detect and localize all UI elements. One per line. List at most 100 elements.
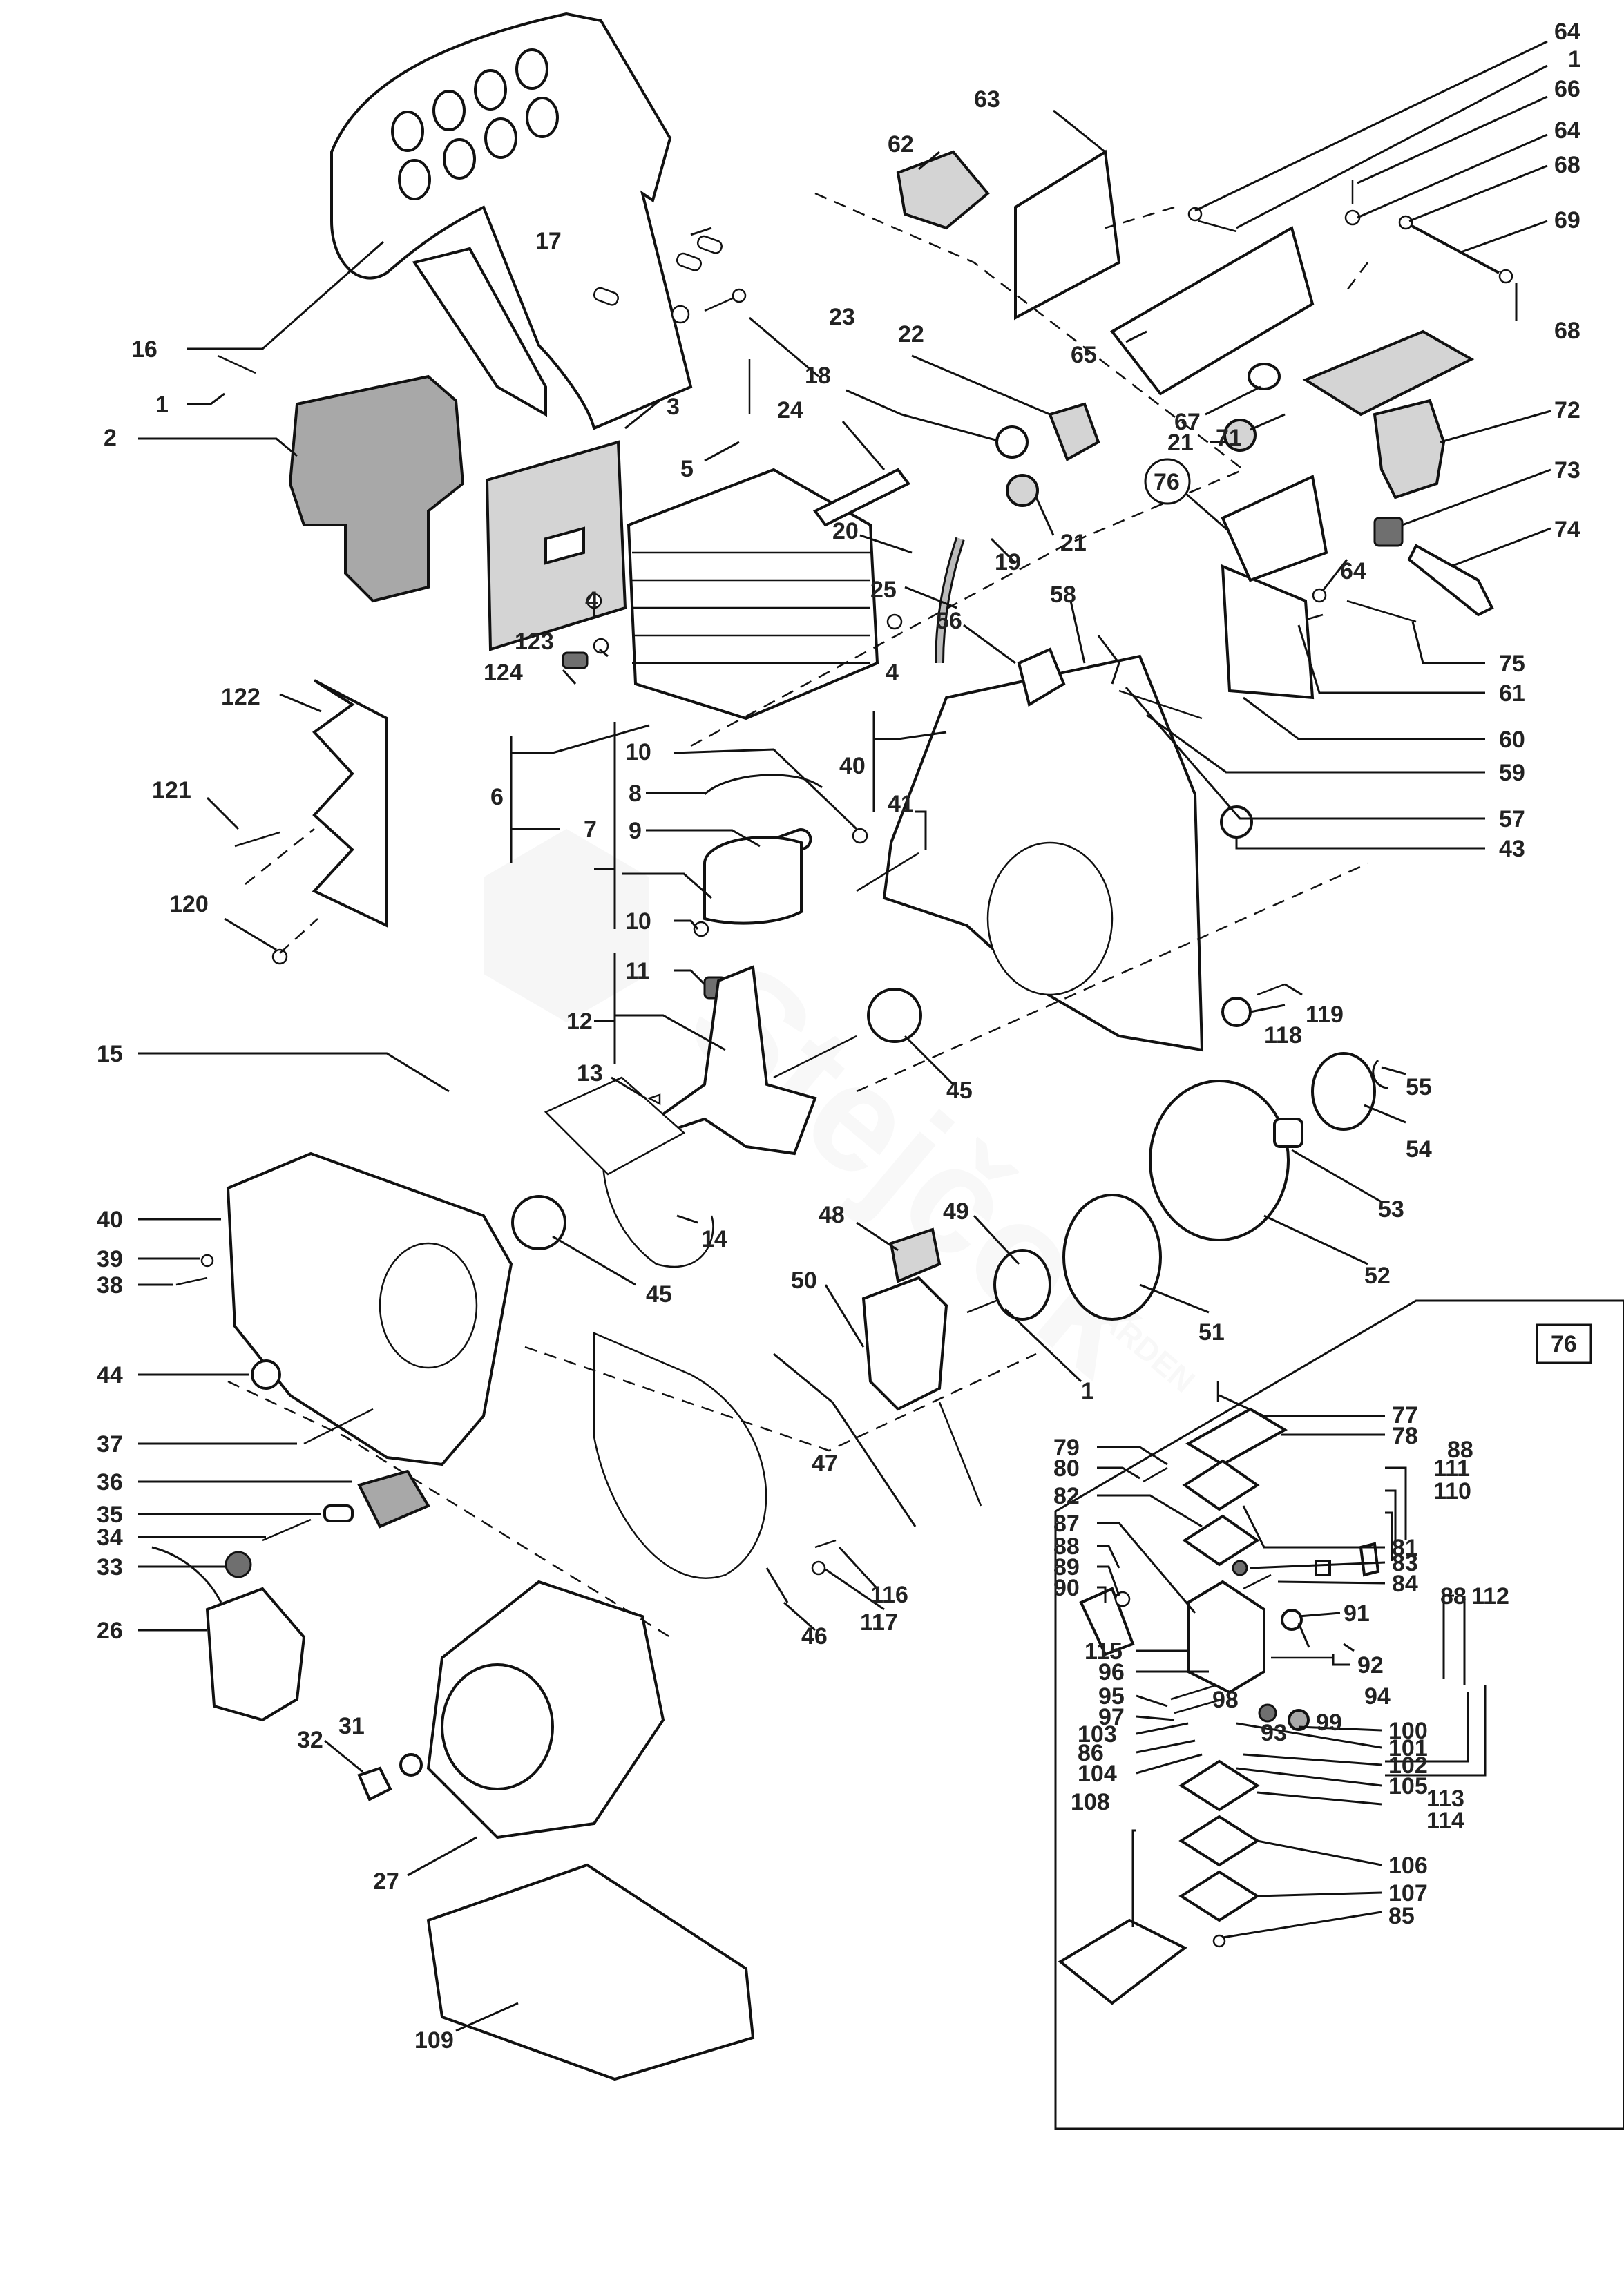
part-41-bolt — [856, 852, 919, 892]
carb-callout-88c: 88 — [1440, 1583, 1467, 1609]
part-120-nut — [271, 948, 288, 965]
callout-51: 51 — [1198, 1319, 1225, 1346]
watermark-logo-icon — [484, 829, 649, 1022]
part-10-circlip-b — [693, 921, 709, 937]
callout-40a: 40 — [97, 1207, 123, 1233]
callout-50: 50 — [791, 1268, 817, 1294]
part-57-spring — [1097, 635, 1120, 685]
callout-45a: 45 — [946, 1078, 973, 1104]
carb-95-needle — [1170, 1684, 1216, 1701]
callout-120: 120 — [169, 891, 209, 917]
carb-body — [1187, 1580, 1265, 1694]
callout-17: 17 — [535, 228, 562, 254]
carb-callout-95: 95 — [1098, 1683, 1125, 1710]
callout-8: 8 — [629, 781, 642, 807]
carb-82-gasket — [1182, 1514, 1260, 1567]
callout-65: 65 — [1071, 342, 1097, 368]
carb-111-lever — [1359, 1542, 1380, 1577]
part-55-e-clip — [1372, 1059, 1389, 1089]
callout-3: 3 — [667, 394, 680, 420]
part-27-flywheel — [426, 1580, 665, 1839]
part-7-piston — [703, 835, 803, 925]
callout-52: 52 — [1364, 1263, 1391, 1289]
part-76-carburetor — [1221, 475, 1328, 582]
part-64-washer-a — [1187, 207, 1203, 222]
carb-callout-83: 83 — [1392, 1550, 1418, 1576]
carburetor-inset: 76 — [1053, 1299, 1624, 2130]
callout-6: 6 — [490, 784, 504, 810]
callout-53: 53 — [1378, 1196, 1404, 1223]
carb-callout-112: 112 — [1471, 1583, 1509, 1609]
part-1-screw-top — [1198, 220, 1237, 233]
callout-43: 43 — [1499, 836, 1525, 862]
part-45-bearing-b — [511, 1195, 566, 1250]
part-67-o-ring — [1248, 363, 1281, 390]
callout-76: 76 — [1154, 469, 1180, 495]
part-58-screw — [1087, 658, 1127, 668]
carb-callout-88b: 88 — [1447, 1437, 1473, 1463]
part-33-plug — [225, 1551, 252, 1578]
callout-61: 61 — [1499, 680, 1525, 707]
carb-callout-100: 100 — [1388, 1718, 1428, 1744]
part-47-brake-band — [593, 1332, 767, 1579]
part-21-grommet-b — [1223, 419, 1257, 452]
carb-81-diaphragm — [1182, 1459, 1260, 1511]
carb-callout-98: 98 — [1212, 1687, 1239, 1713]
part-64-washer-c — [1312, 588, 1327, 603]
carb-91-valve — [1281, 1609, 1303, 1631]
part-116-screw — [814, 1539, 837, 1549]
callout-22: 22 — [898, 321, 924, 347]
carb-callout-88a: 88 — [1053, 1533, 1080, 1560]
part-34-screw — [262, 1518, 312, 1542]
part-44-seal — [251, 1359, 281, 1390]
callout-40b: 40 — [839, 753, 866, 779]
callout-117: 117 — [860, 1609, 898, 1636]
part-15-cylinder-gasket — [544, 1076, 686, 1176]
callout-75: 75 — [1499, 651, 1525, 677]
carb-callout-104: 104 — [1078, 1761, 1117, 1787]
carb-callout-103: 103 — [1078, 1721, 1117, 1748]
carb-105-gasket — [1178, 1759, 1260, 1812]
part-69-hose — [1408, 223, 1500, 274]
part-37-long-screw — [303, 1408, 374, 1445]
assembly-dash-lines — [227, 192, 1368, 1638]
carb-callout-106: 106 — [1388, 1853, 1428, 1879]
callout-26: 26 — [97, 1618, 123, 1644]
part-18-screw — [704, 288, 747, 312]
callout-124: 124 — [484, 660, 523, 686]
callout-47: 47 — [812, 1451, 838, 1477]
carb-callout-99: 99 — [1316, 1710, 1342, 1736]
callout-72: 72 — [1554, 397, 1580, 423]
callout-64b: 64 — [1554, 117, 1580, 144]
callout-4b: 4 — [886, 660, 899, 686]
carb-106-diaphragm — [1178, 1815, 1260, 1867]
part-10-circlip-a — [852, 828, 868, 844]
callout-121: 121 — [152, 777, 191, 803]
callout-1: 1 — [155, 392, 169, 418]
part-65-air-filter-base — [1110, 225, 1315, 396]
callout-4a: 4 — [585, 587, 598, 613]
part-43-seal — [1220, 805, 1253, 839]
callout-38: 38 — [97, 1272, 123, 1299]
part-oil-pump-shaft — [938, 1402, 982, 1507]
callout-118: 118 — [1264, 1022, 1302, 1049]
callout-68b: 68 — [1554, 318, 1580, 344]
callout-57: 57 — [1499, 806, 1525, 832]
callout-66: 66 — [1554, 76, 1580, 102]
callout-71: 71 — [1216, 425, 1242, 451]
carb-107-gasket — [1178, 1870, 1260, 1922]
callout-64c: 64 — [1340, 558, 1366, 584]
callout-56: 56 — [936, 608, 962, 634]
part-46-brake-lever — [765, 1567, 789, 1603]
part-26-lead-wire — [151, 1546, 222, 1603]
part-26-ignition-coil — [205, 1587, 306, 1722]
carb-callout-92: 92 — [1357, 1652, 1384, 1679]
callout-119: 119 — [1306, 1002, 1344, 1028]
callout-116: 116 — [870, 1582, 908, 1608]
part-51-clutch — [1062, 1194, 1162, 1321]
part-63-carb-mount — [1014, 149, 1121, 321]
part-8-piston-ring — [703, 774, 823, 796]
part-2-muffler — [288, 374, 465, 603]
carb-callout-85: 85 — [1388, 1903, 1415, 1929]
callout-23: 23 — [829, 304, 855, 330]
